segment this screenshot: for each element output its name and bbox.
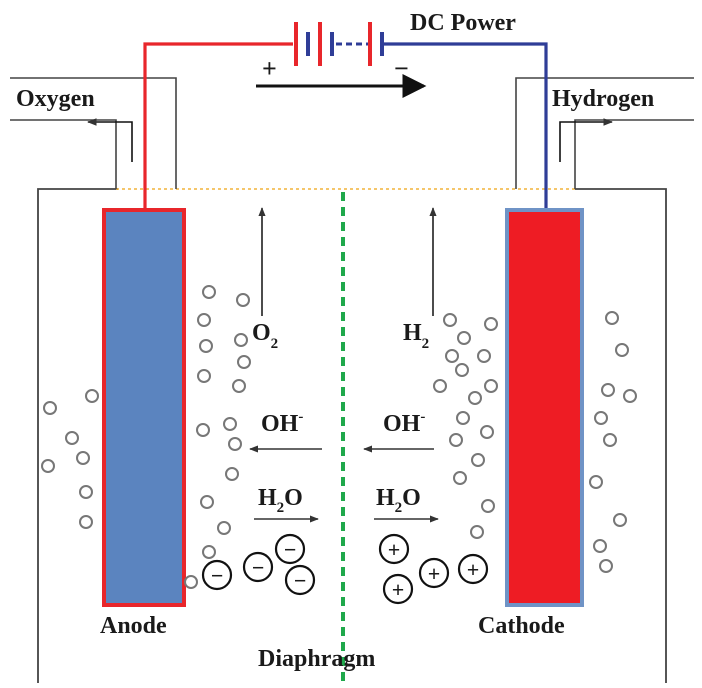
- gas-bubble: [468, 391, 482, 405]
- gas-bubble: [200, 495, 214, 509]
- dc-power-label: DC Power: [410, 10, 516, 36]
- anode-electrode: [102, 208, 186, 607]
- gas-bubble: [593, 539, 607, 553]
- gas-bubble: [481, 499, 495, 513]
- gas-bubble: [480, 425, 494, 439]
- gas-bubble: [443, 313, 457, 327]
- gas-bubble: [197, 369, 211, 383]
- positive-ion: +: [418, 557, 450, 589]
- h2o-label-right: H2O: [376, 485, 421, 516]
- gas-bubble: [471, 453, 485, 467]
- gas-bubble: [484, 379, 498, 393]
- anode-label: Anode: [100, 613, 167, 639]
- oh-ion-label-left: OH-: [261, 409, 303, 437]
- cathode-electrode: [505, 208, 584, 607]
- gas-bubble: [79, 515, 93, 529]
- negative-ion-sign: −: [211, 563, 224, 588]
- gas-bubble: [223, 417, 237, 431]
- gas-bubble: [603, 433, 617, 447]
- gas-bubble: [601, 383, 615, 397]
- hydrogen-label: Hydrogen: [552, 86, 654, 112]
- gas-bubble: [594, 411, 608, 425]
- gas-bubble: [196, 423, 210, 437]
- gas-bubble: [589, 475, 603, 489]
- gas-bubble: [76, 451, 90, 465]
- gas-bubble: [234, 333, 248, 347]
- o2-label: O2: [252, 320, 278, 352]
- negative-ion: −: [201, 559, 233, 591]
- gas-bubble: [623, 389, 637, 403]
- gas-bubble: [457, 331, 471, 345]
- positive-ion-sign: +: [392, 577, 405, 602]
- gas-bubble: [449, 433, 463, 447]
- h2o-label-left: H2O: [258, 485, 303, 516]
- anode-wire: [143, 42, 293, 212]
- positive-ion: +: [378, 533, 410, 565]
- gas-bubble: [43, 401, 57, 415]
- cathode-label: Cathode: [478, 613, 565, 639]
- hydroxide-ions: −−−−: [201, 533, 316, 596]
- gas-bubble: [453, 471, 467, 485]
- positive-ion: +: [382, 573, 414, 605]
- gas-bubble: [236, 293, 250, 307]
- positive-ions: + + + +: [378, 533, 489, 605]
- battery-minus-sign: −: [394, 54, 409, 83]
- negative-ion-sign: −: [284, 537, 297, 562]
- positive-ion-sign: +: [388, 537, 401, 562]
- dc-power-battery: [294, 22, 384, 66]
- gas-bubble: [79, 485, 93, 499]
- gas-bubble: [477, 349, 491, 363]
- gas-bubble: [455, 363, 469, 377]
- gas-bubble: [202, 545, 216, 559]
- gas-bubble: [470, 525, 484, 539]
- oxygen-label: Oxygen: [16, 86, 95, 112]
- oxygen-outlet-pipe: [10, 77, 177, 189]
- positive-ion-sign: +: [428, 561, 441, 586]
- gas-bubble: [217, 521, 231, 535]
- negative-ion: −: [274, 533, 306, 565]
- negative-ion: −: [284, 564, 316, 596]
- gas-bubble: [615, 343, 629, 357]
- oh-ion-label-right: OH-: [383, 409, 425, 437]
- gas-bubble: [445, 349, 459, 363]
- gas-bubble: [225, 467, 239, 481]
- diaphragm-label: Diaphragm: [258, 646, 375, 672]
- gas-bubble: [613, 513, 627, 527]
- negative-ion-sign: −: [252, 555, 265, 580]
- gas-bubble: [228, 437, 242, 451]
- gas-bubble: [237, 355, 251, 369]
- gas-bubble: [202, 285, 216, 299]
- positive-ion: +: [457, 553, 489, 585]
- gas-bubble: [433, 379, 447, 393]
- gas-bubble: [184, 575, 198, 589]
- gas-bubbles: [41, 285, 637, 589]
- gas-bubble: [605, 311, 619, 325]
- oxygen-flow-arrow: [87, 118, 133, 162]
- positive-ion-sign: +: [467, 557, 480, 582]
- gas-bubble: [484, 317, 498, 331]
- gas-bubble: [41, 459, 55, 473]
- h2-label: H2: [403, 320, 429, 352]
- battery-plus-sign: +: [262, 54, 277, 83]
- gas-bubble: [65, 431, 79, 445]
- electrolyzer-tank: [37, 188, 667, 683]
- gas-bubble: [599, 559, 613, 573]
- cathode-wire: [384, 42, 548, 212]
- gas-bubble: [85, 389, 99, 403]
- gas-bubble: [232, 379, 246, 393]
- gas-bubble: [197, 313, 211, 327]
- negative-ion-sign: −: [294, 568, 307, 593]
- hydrogen-outlet-pipe: [515, 77, 694, 189]
- negative-ion: −: [242, 551, 274, 583]
- gas-bubble: [456, 411, 470, 425]
- hydrogen-flow-arrow: [559, 118, 613, 162]
- gas-bubble: [199, 339, 213, 353]
